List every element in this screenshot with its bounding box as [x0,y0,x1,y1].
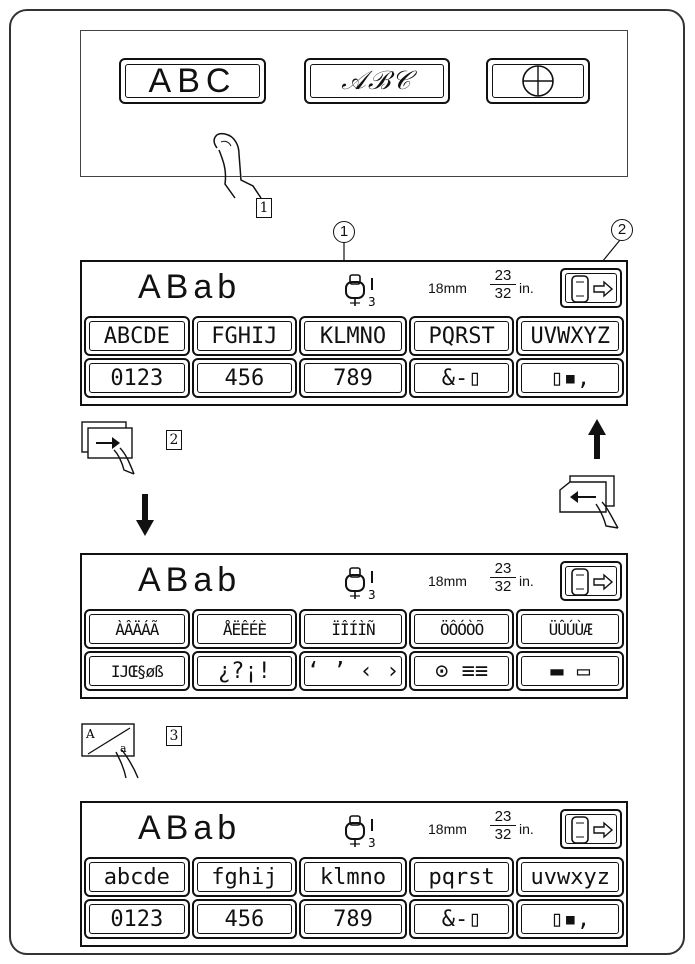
crosshair-button[interactable] [486,58,590,104]
spool-arrow-icon [571,568,614,596]
key-spaces[interactable]: ▯▪, [516,899,625,939]
next-page-button[interactable] [560,268,622,308]
key-quotes[interactable]: ‘ ’ ‹ › [299,651,407,691]
callout-1-leader [343,242,345,260]
size-mm: 18mm [428,821,467,837]
svg-text:3: 3 [368,588,376,602]
text-preview: ABab [138,809,242,847]
key-ligatures[interactable]: IJŒ§øß [84,651,190,691]
arrow-up-icon [588,419,606,459]
fraction-denominator: 32 [494,285,512,302]
fraction-denominator: 32 [494,578,512,595]
finger-press-icon [213,132,262,199]
key-fghij-lower[interactable]: fghij [191,857,298,897]
page-forward-key-icon [81,421,135,475]
page-back-key-icon [559,475,619,529]
key-row-1: ABCDE FGHIJ KLMNO PQRST UVWXYZ [84,316,626,358]
lcd-screen-lowercase: ABab 3 18mm 23 32 in. abcde fghij klmno [80,801,628,947]
text-preview: ABab [138,268,242,306]
svg-text:A: A [85,727,95,741]
lcd-screen-uppercase: ABab 3 18mm 23 32 in. ABCDE FGHIJ KLMNO [80,260,628,406]
step-3-label: 3 [166,726,182,746]
hoop-icon: 3 [345,274,376,309]
key-spacing[interactable]: ▬ ▭ [516,651,625,691]
script-font-button[interactable]: 𝒜ℬ𝒞 [304,58,450,104]
key-789[interactable]: 789 [299,899,407,939]
size-mm: 18mm [428,573,467,589]
key-pqrst-lower[interactable]: pqrst [408,857,515,897]
key-accented-a[interactable]: ÀÂÄÁÃ [84,609,190,649]
text-preview: ABab [138,561,242,599]
key-punctuation[interactable]: ¿?¡! [191,651,298,691]
svg-text:3: 3 [368,295,376,309]
spool-arrow-icon [571,275,614,303]
key-accented-u[interactable]: ÜÛÚÙÆ [516,609,625,649]
key-abcde-lower[interactable]: abcde [84,857,190,897]
size-mm: 18mm [428,280,467,296]
arrow-down-icon [136,494,154,536]
hoop-icon: 3 [345,567,376,602]
hoop-icon: 3 [345,815,376,850]
key-uvwxyz-lower[interactable]: uvwxyz [516,857,625,897]
key-accented-o[interactable]: ÖÔÓÒÕ [408,609,515,649]
key-row-1: abcde fghij klmno pqrst uvwxyz [84,857,626,899]
svg-text:a: a [120,742,127,755]
key-spaces[interactable]: ▯▪, [516,358,625,398]
fraction-numerator: 23 [490,809,516,826]
key-klmno[interactable]: KLMNO [299,316,407,356]
key-0123[interactable]: 0123 [84,899,190,939]
key-row-2: 0123 456 789 &-▯ ▯▪, [84,899,626,941]
step-2-label: 2 [166,430,182,450]
key-fghij[interactable]: FGHIJ [191,316,298,356]
case-toggle-key-icon: A a [81,723,139,779]
key-456[interactable]: 456 [191,358,298,398]
fraction-denominator: 32 [494,826,512,843]
size-inch-unit: in. [519,280,534,296]
size-fraction: 23 32 [490,561,516,595]
key-pqrst[interactable]: PQRST [408,316,515,356]
key-marks[interactable]: ⊙ ≡≡ [408,651,515,691]
key-uvwxyz[interactable]: UVWXYZ [516,316,625,356]
key-klmno-lower[interactable]: klmno [299,857,407,897]
key-0123[interactable]: 0123 [84,358,190,398]
next-page-button[interactable] [560,809,622,849]
size-inch-unit: in. [519,821,534,837]
gothic-font-button[interactable]: ABC [119,58,266,104]
crosshair-icon [522,65,554,97]
fraction-numerator: 23 [490,268,516,285]
callout-2-leader [601,240,621,263]
key-789[interactable]: 789 [299,358,407,398]
key-456[interactable]: 456 [191,899,298,939]
key-row-2: 0123 456 789 &-▯ ▯▪, [84,358,626,400]
callout-1: 1 [333,221,355,243]
gothic-font-label: ABC [148,61,237,100]
key-accented-i[interactable]: ÏÎÍÌÑ [299,609,407,649]
size-inch-unit: in. [519,573,534,589]
page-frame [9,9,685,955]
key-symbols[interactable]: &-▯ [408,899,515,939]
key-symbols[interactable]: &-▯ [408,358,515,398]
key-accented-e[interactable]: ÅËÊÉÈ [191,609,298,649]
callout-2: 2 [611,219,633,241]
lcd-screen-accented: ABab 3 18mm 23 32 in. ÀÂÄÁÃ ÅËÊÉÈ ÏÎÍÌÑ [80,553,628,699]
key-abcde[interactable]: ABCDE [84,316,190,356]
fraction-numerator: 23 [490,561,516,578]
key-row-2: IJŒ§øß ¿?¡! ‘ ’ ‹ › ⊙ ≡≡ ▬ ▭ [84,651,626,693]
size-fraction: 23 32 [490,809,516,843]
svg-text:3: 3 [368,836,376,850]
size-fraction: 23 32 [490,268,516,302]
step-1-label: 1 [256,198,272,218]
next-page-button[interactable] [560,561,622,601]
script-font-label: 𝒜ℬ𝒞 [341,65,413,96]
spool-arrow-icon [571,816,614,844]
key-row-1: ÀÂÄÁÃ ÅËÊÉÈ ÏÎÍÌÑ ÖÔÓÒÕ ÜÛÚÙÆ [84,609,626,651]
